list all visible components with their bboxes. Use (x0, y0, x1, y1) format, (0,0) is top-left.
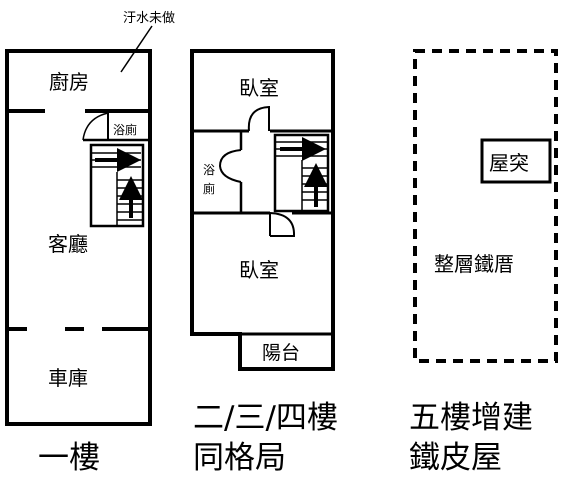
living-room-label: 客廳 (48, 232, 88, 256)
door-swing (247, 105, 270, 132)
first-floor-plan (5, 25, 153, 426)
door-swing (218, 149, 242, 183)
bath-label-bottom: 廁 (203, 181, 215, 196)
bath-label-top: 浴 (203, 163, 215, 177)
first-floor-outline (5, 49, 152, 426)
fifth-floor-caption-line1: 五樓增建 (409, 400, 533, 436)
bedroom-bottom-label: 臥室 (239, 258, 279, 282)
bath-door-swing (82, 112, 109, 141)
mid-floor-outline (190, 49, 335, 371)
mid-floors-caption-line1: 二/三/四樓 (193, 400, 338, 436)
bedroom-top-label: 臥室 (239, 76, 279, 100)
fifth-floor-outline (413, 49, 558, 363)
kitchen-label: 廚房 (49, 70, 89, 94)
garage-label: 車庫 (48, 366, 88, 390)
stair-treads (275, 141, 328, 211)
bath-label: 浴廁 (113, 122, 137, 137)
roof-hut-label: 屋突 (489, 151, 529, 175)
fifth-floor-main-label: 整層鐵厝 (434, 252, 514, 276)
fifth-floor-plan (413, 49, 558, 363)
stair-treads (91, 152, 143, 226)
door-swing (269, 212, 296, 237)
balcony-label: 陽台 (262, 342, 300, 364)
fifth-floor-caption-line2: 鐵皮屋 (409, 440, 502, 476)
mid-floors-caption-line2: 同格局 (193, 440, 286, 476)
first-floor-caption: 一樓 (38, 440, 100, 476)
mid-floor-plan (190, 49, 335, 371)
roof-hut-box (480, 138, 552, 184)
annotation-label: 汙水未做 (123, 11, 175, 26)
annotation-leader (120, 25, 153, 73)
